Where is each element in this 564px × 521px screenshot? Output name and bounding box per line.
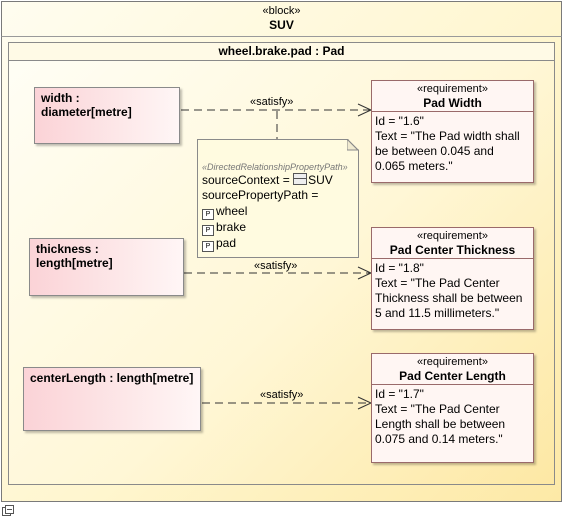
note-stereotype: «DirectedRelationshipPropertyPath» xyxy=(202,162,348,172)
requirement-name: Pad Center Length xyxy=(399,369,506,383)
note-source-context-value: SUV xyxy=(308,173,333,187)
requirement-header: «requirement» Pad Center Length xyxy=(372,354,533,385)
requirement-stereotype: «requirement» xyxy=(417,356,488,368)
requirement-name: Pad Center Thickness xyxy=(389,243,516,257)
block-header: «block» SUV xyxy=(1,1,562,37)
satisfy-label-2: «satisfy» xyxy=(254,260,297,272)
block-stereotype: «block» xyxy=(262,5,301,17)
requirement-text-line: Length shall be between xyxy=(375,417,506,431)
requirement-text-line: 5 and 11.5 millimeters." xyxy=(375,306,500,320)
requirement-body: Id = "1.7" Text = "The Pad Center Length… xyxy=(372,385,533,449)
note-source-property-path-label: sourcePropertyPath = xyxy=(202,188,319,202)
value-property-center-length[interactable]: centerLength : length[metre] xyxy=(23,367,201,431)
requirement-body: Id = "1.8" Text = "The Pad Center Thickn… xyxy=(372,259,533,323)
property-icon: P xyxy=(202,241,214,252)
diagram-icon[interactable] xyxy=(2,505,14,517)
requirement-stereotype: «requirement» xyxy=(417,83,488,95)
note-fold-corner xyxy=(347,139,359,151)
value-property-width[interactable]: width : diameter[metre] xyxy=(34,87,180,144)
requirement-text-line: 0.075 and 0.14 meters." xyxy=(375,432,503,446)
part-header: wheel.brake.pad : Pad xyxy=(8,42,555,61)
block-name: SUV xyxy=(269,18,294,32)
requirement-text-line: be between 0.045 and xyxy=(375,144,494,158)
requirement-body: Id = "1.6" Text = "The Pad width shall b… xyxy=(372,112,533,176)
requirement-pad-center-thickness[interactable]: «requirement» Pad Center Thickness Id = … xyxy=(371,227,534,330)
property-path-note[interactable]: «DirectedRelationshipPropertyPath» sourc… xyxy=(197,139,359,258)
requirement-pad-width[interactable]: «requirement» Pad Width Id = "1.6" Text … xyxy=(371,80,534,183)
property-icon: P xyxy=(202,209,214,220)
requirement-text-line: Thickness shall be between xyxy=(375,291,523,305)
requirement-stereotype: «requirement» xyxy=(417,230,488,242)
satisfy-label-3: «satisfy» xyxy=(260,389,303,401)
satisfy-label-1: «satisfy» xyxy=(250,96,293,108)
value-property-label: width : diameter[metre] xyxy=(41,91,132,119)
value-property-label: centerLength : length[metre] xyxy=(30,371,194,385)
requirement-header: «requirement» Pad Width xyxy=(372,81,533,112)
requirement-id: Id = "1.7" xyxy=(375,387,424,401)
requirement-text-line: Text = "The Pad width shall xyxy=(375,129,520,143)
requirement-text-line: Text = "The Pad Center xyxy=(375,402,500,416)
requirement-text-line: Text = "The Pad Center xyxy=(375,276,500,290)
property-icon: P xyxy=(202,225,214,236)
note-source-context: sourceContext = SUV xyxy=(202,173,333,188)
path-item-label: brake xyxy=(216,220,247,234)
path-item-label: wheel xyxy=(216,204,248,218)
requirement-header: «requirement» Pad Center Thickness xyxy=(372,228,533,259)
value-property-thickness[interactable]: thickness : length[metre] xyxy=(29,238,184,296)
block-icon xyxy=(293,173,307,185)
requirement-id: Id = "1.8" xyxy=(375,261,424,275)
value-property-label: thickness : length[metre] xyxy=(36,242,113,270)
requirement-pad-center-length[interactable]: «requirement» Pad Center Length Id = "1.… xyxy=(371,353,534,463)
requirement-id: Id = "1.6" xyxy=(375,114,424,128)
note-source-context-label: sourceContext = xyxy=(202,173,294,187)
requirement-text-line: 0.065 meters." xyxy=(375,159,453,173)
path-item-label: pad xyxy=(216,236,237,250)
requirement-name: Pad Width xyxy=(423,96,482,110)
